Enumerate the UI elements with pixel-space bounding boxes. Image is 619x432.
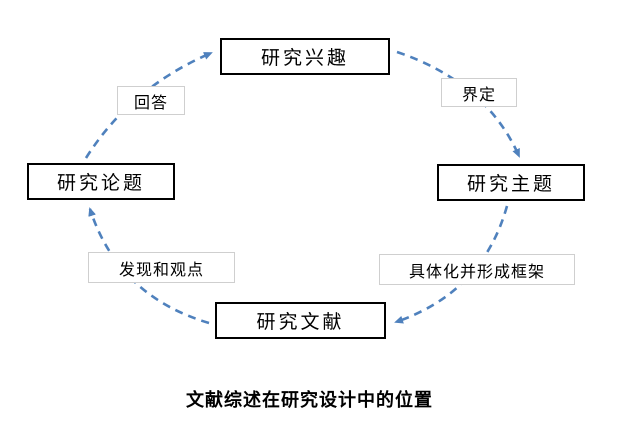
edge-label-define: 界定 <box>441 78 517 107</box>
arrow-topic-to-literature <box>394 205 509 324</box>
diagram-caption: 文献综述在研究设计中的位置 <box>186 390 433 411</box>
node-research-topic: 研究主题 <box>437 164 585 201</box>
edge-label-answer: 回答 <box>117 86 185 115</box>
node-research-interest: 研究兴趣 <box>220 38 390 75</box>
edge-label-concretize: 具体化并形成框架 <box>379 254 575 285</box>
node-research-literature: 研究文献 <box>215 302 386 339</box>
node-research-thesis: 研究论题 <box>27 163 175 200</box>
edge-label-findings: 发现和观点 <box>88 252 235 283</box>
arrow-thesis-to-interest <box>84 51 213 159</box>
